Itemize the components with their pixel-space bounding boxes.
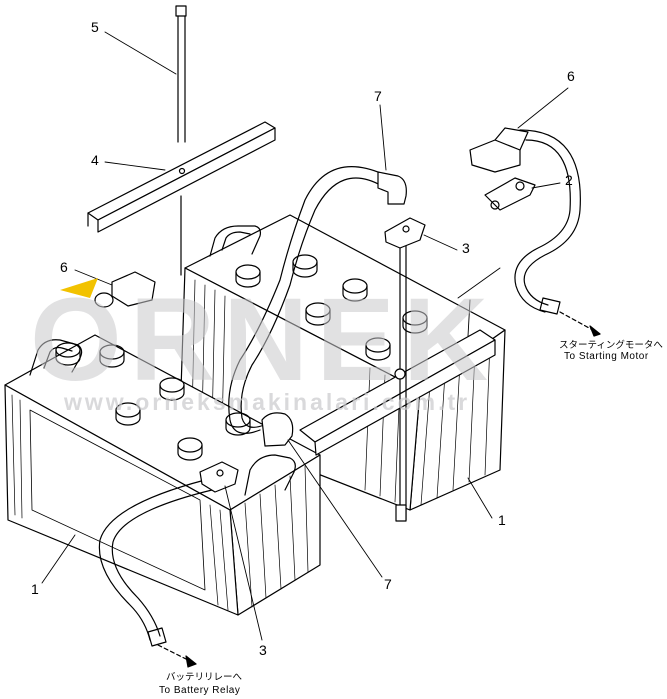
callout-6-right: 6 [567,68,575,84]
clamp-3-bottom [199,461,239,493]
callout-1-left: 1 [31,581,39,597]
callout-4: 4 [91,152,99,168]
label-starting-motor-en: To Starting Motor [564,351,649,362]
clamp-3-top [384,217,426,249]
callout-6-left: 6 [60,259,68,275]
bracket-4 [87,121,276,233]
hold-down-bar [299,329,496,456]
rod-5 [175,5,187,276]
label-battery-relay-en: To Battery Relay [159,685,241,696]
elbow-7-top [377,171,407,205]
cable-battery-relay [98,479,213,647]
battery-rear [179,214,506,511]
cable-starting-motor [514,129,581,315]
callout-3-bottom: 3 [259,642,267,658]
callout-5: 5 [91,19,99,35]
clamp-2 [484,177,536,211]
label-starting-motor-jp: スターティングモータへ [559,340,663,351]
cable-cross [228,166,386,434]
callout-1-right: 1 [498,512,506,528]
label-battery-relay-jp: バッテリリレーへ [166,672,243,683]
callout-7-top: 7 [374,88,382,104]
callout-2: 2 [565,172,573,188]
terminal-cover-6-top [469,127,529,173]
terminal-cover-6-left [94,271,156,308]
arrow-battery-relay [157,644,197,668]
elbow-7-bottom [261,412,294,447]
battery-front [4,334,321,616]
callout-3-top: 3 [462,240,470,256]
arrow-starting-motor [559,311,601,337]
callout-7-bottom: 7 [384,576,392,592]
leader-lines [41,31,569,641]
nut [394,368,406,380]
